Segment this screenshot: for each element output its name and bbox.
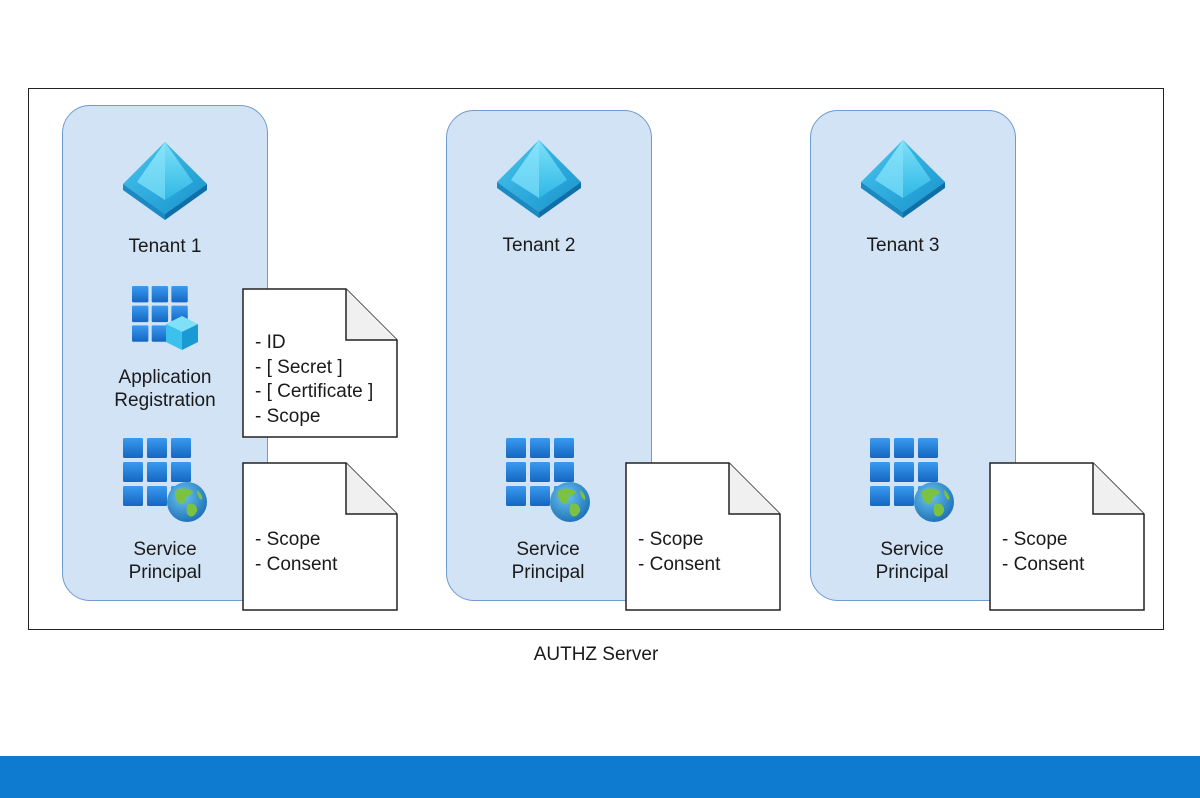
service-principal-label-line-2: Principal [511, 562, 585, 583]
service-principal-label: Service Principal [85, 538, 245, 584]
footer-bar [0, 756, 1200, 798]
service-principal-document: - Scope - Consent [625, 462, 781, 611]
service-principal-label-line-1: Service [133, 539, 197, 560]
service-principal-label: Service Principal [832, 538, 992, 584]
tenant-1-title: Tenant 1 [128, 236, 202, 257]
service-principal-label-line-1: Service [880, 539, 944, 560]
authz-server-label: AUTHZ Server [533, 644, 659, 665]
doc-line-secret: - [ Secret ] [255, 356, 343, 378]
azure-ad-pyramid-icon [497, 140, 581, 218]
azure-ad-pyramid-icon [861, 140, 945, 218]
doc-line-consent: - Consent [255, 553, 338, 575]
document-icon [989, 462, 1145, 611]
app-registration-document: - ID - [ Secret ] - [ Certificate ] - Sc… [242, 288, 398, 438]
doc-line-consent: - Consent [1002, 553, 1085, 575]
azure-ad-pyramid-icon [123, 142, 207, 220]
doc-line-scope: - Scope [1002, 529, 1068, 550]
app-registration-label: Application Registration [70, 366, 260, 412]
tenant-2-title: Tenant 2 [502, 235, 576, 256]
app-registration-label-line-2: Registration [114, 390, 216, 411]
service-principal-label-line-2: Principal [875, 562, 949, 583]
doc-line-scope: - Scope [638, 529, 704, 550]
doc-line-scope: - Scope [255, 529, 321, 550]
enterprise-app-grid-globe-icon [123, 438, 209, 524]
app-registration-grid-cube-icon [132, 286, 200, 354]
document-icon [625, 462, 781, 611]
enterprise-app-grid-globe-icon [506, 438, 592, 524]
service-principal-label: Service Principal [468, 538, 628, 584]
document-icon [242, 288, 398, 438]
tenant-3-title: Tenant 3 [866, 235, 940, 256]
service-principal-label-line-1: Service [516, 539, 580, 560]
doc-line-certificate: - [ Certificate ] [255, 381, 374, 402]
doc-line-scope: - Scope [255, 405, 321, 427]
service-principal-label-line-2: Principal [128, 562, 202, 583]
app-registration-label-line-1: Application [118, 367, 212, 388]
enterprise-app-grid-globe-icon [870, 438, 956, 524]
service-principal-document: - Scope - Consent [242, 462, 398, 611]
document-icon [242, 462, 398, 611]
doc-line-consent: - Consent [638, 553, 721, 575]
service-principal-document: - Scope - Consent [989, 462, 1145, 611]
doc-line-id: - ID [255, 332, 286, 353]
